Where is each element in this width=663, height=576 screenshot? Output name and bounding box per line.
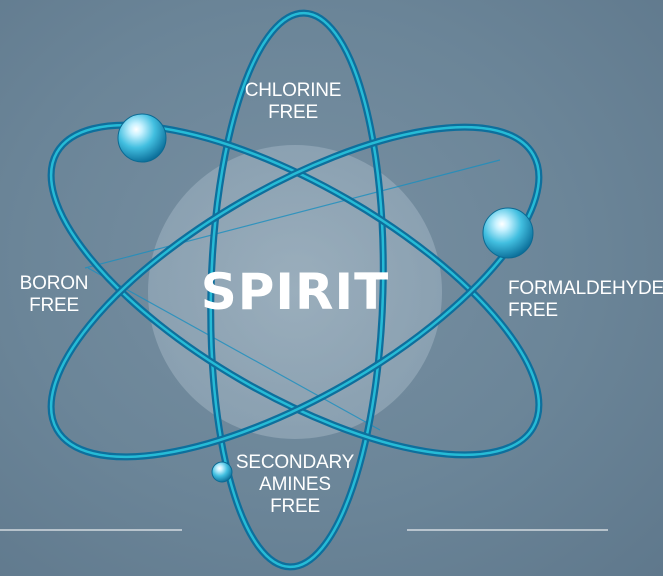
center-title: SPIRIT xyxy=(200,263,390,321)
chlorine-line1: CHLORINE xyxy=(244,80,342,101)
formaldehyde-free-label: FORMALDEHYDE FREE xyxy=(508,278,663,322)
chlorine-free-label: CHLORINE FREE xyxy=(238,80,348,124)
thin-orbit-line-1 xyxy=(84,159,501,269)
boron-free-label: BORON FREE xyxy=(12,273,96,317)
electron-right xyxy=(482,207,534,259)
secondary-line3: FREE xyxy=(270,496,320,517)
formaldehyde-line1: FORMALDEHYDE xyxy=(508,278,663,299)
electron-bottom xyxy=(211,461,233,483)
electron-top-left xyxy=(117,113,167,163)
secondary-line2: AMINES xyxy=(259,474,331,495)
secondary-line1: SECONDARY xyxy=(235,452,355,473)
chlorine-line2: FREE xyxy=(268,102,318,123)
vertical-orbit-highlight xyxy=(209,11,385,569)
ascending-orbit-highlight xyxy=(49,125,541,459)
boron-line1: BORON xyxy=(19,273,89,294)
secondary-amines-free-label: SECONDARY AMINES FREE xyxy=(230,452,360,518)
thin-orbit-line-2 xyxy=(87,267,381,431)
formaldehyde-line2: FREE xyxy=(508,300,558,321)
descending-orbit-highlight xyxy=(49,123,541,457)
boron-line2: FREE xyxy=(29,295,79,316)
